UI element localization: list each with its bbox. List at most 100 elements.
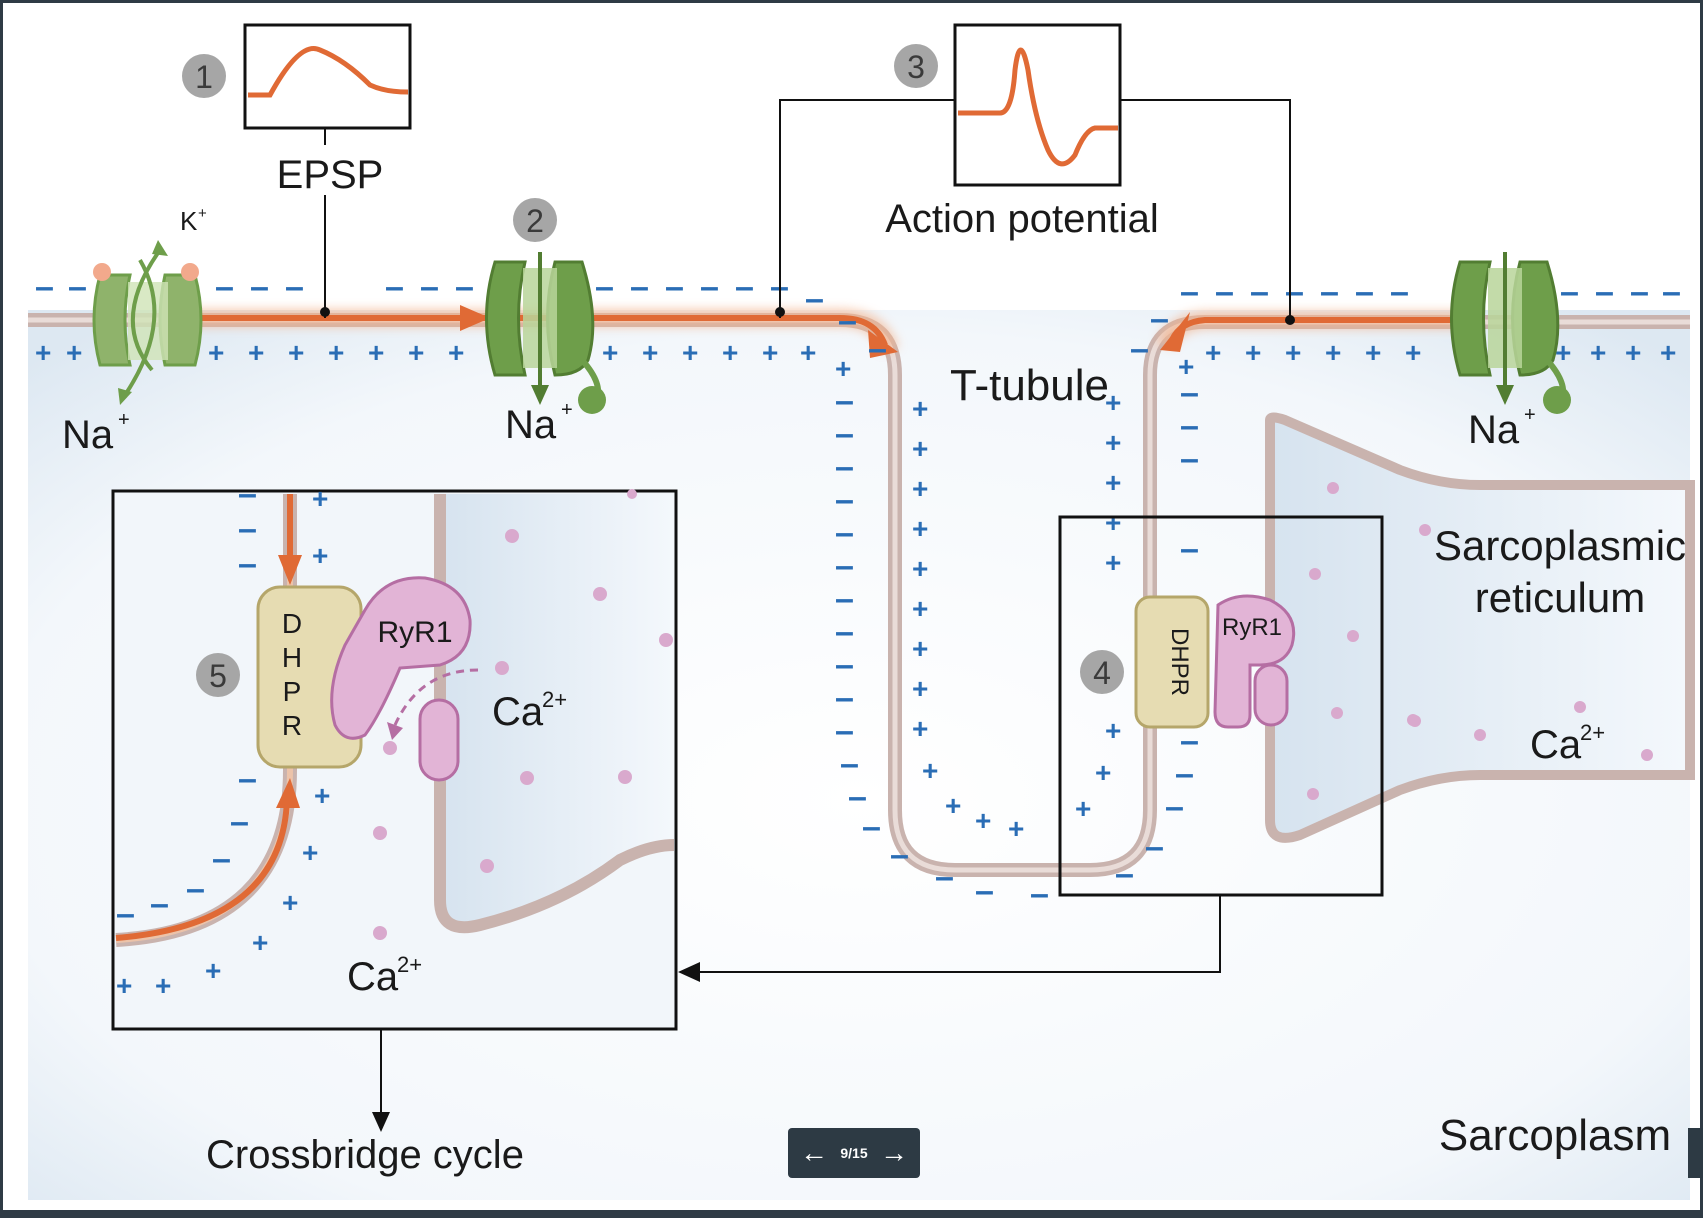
svg-text:+: + xyxy=(912,673,928,704)
svg-text:4: 4 xyxy=(1093,655,1111,691)
svg-text:2+: 2+ xyxy=(542,687,567,712)
svg-text:+: + xyxy=(314,780,330,811)
svg-text:+: + xyxy=(1205,337,1221,368)
svg-text:K: K xyxy=(180,206,198,236)
outer-negative-charges: –– ––– ––– ––– ––– ––– ––– ––– – –––– –– xyxy=(35,268,1681,368)
svg-text:–: – xyxy=(1180,722,1199,760)
svg-text:–: – xyxy=(385,268,404,306)
dhpr-small: DHPR xyxy=(1134,595,1210,729)
svg-text:–: – xyxy=(1630,273,1649,311)
svg-text:+: + xyxy=(1008,813,1024,844)
svg-text:–: – xyxy=(735,268,754,306)
svg-text:+: + xyxy=(800,337,816,368)
svg-text:–: – xyxy=(890,836,909,874)
signal-arrowhead xyxy=(460,305,490,331)
k-ion-label: K + xyxy=(180,205,207,236)
svg-text:+: + xyxy=(912,433,928,464)
svg-text:Ca: Ca xyxy=(492,690,544,734)
svg-text:–: – xyxy=(1180,374,1199,412)
signal-arrowhead xyxy=(1160,312,1190,352)
svg-text:+: + xyxy=(368,337,384,368)
inner-positive-charges: ++ +++ ++++ +++ +++ + +++ +++ ++++ + xyxy=(35,337,1676,384)
svg-text:+: + xyxy=(1325,337,1341,368)
svg-text:–: – xyxy=(1115,855,1134,893)
svg-text:–: – xyxy=(835,580,854,618)
svg-text:+: + xyxy=(1285,337,1301,368)
svg-text:–: – xyxy=(1165,788,1184,826)
svg-text:–: – xyxy=(1320,273,1339,311)
epsp-waveform xyxy=(248,46,409,98)
svg-text:+: + xyxy=(1405,337,1421,368)
svg-text:–: – xyxy=(700,268,719,306)
svg-text:–: – xyxy=(455,268,474,306)
arrow-left-icon[interactable]: ← xyxy=(800,1137,828,1168)
svg-text:Na: Na xyxy=(1468,408,1520,452)
svg-text:–: – xyxy=(805,280,824,318)
svg-text:–: – xyxy=(1145,828,1164,866)
svg-text:Ca: Ca xyxy=(347,955,399,999)
step-badge-3: 3 xyxy=(894,44,938,88)
svg-text:–: – xyxy=(1662,273,1681,311)
svg-text:+: + xyxy=(912,513,928,544)
ca-ion-label-sr: Ca 2+ xyxy=(1530,720,1605,767)
na-ion-label-3: Na + xyxy=(1468,404,1536,452)
svg-text:5: 5 xyxy=(209,658,227,694)
svg-text:–: – xyxy=(835,679,854,717)
zoomed-triad-panel: D H P R RyR1 Ca 2+ Ca 2+ ––– ++ ––– ––– … xyxy=(111,475,678,1031)
svg-text:+: + xyxy=(328,337,344,368)
svg-text:+: + xyxy=(448,337,464,368)
svg-text:+: + xyxy=(1095,757,1111,788)
svg-text:3: 3 xyxy=(907,49,925,85)
svg-text:+: + xyxy=(288,337,304,368)
svg-text:–: – xyxy=(420,268,439,306)
svg-text:+: + xyxy=(922,755,938,786)
ca-ion-label-zoom-2: Ca 2+ xyxy=(347,952,422,999)
arrow-right-icon[interactable]: → xyxy=(880,1137,908,1168)
svg-text:+: + xyxy=(282,887,298,918)
svg-text:–: – xyxy=(238,760,257,798)
svg-text:–: – xyxy=(116,895,135,933)
svg-text:+: + xyxy=(116,970,132,1001)
svg-text:+: + xyxy=(248,337,264,368)
svg-text:–: – xyxy=(595,268,614,306)
step-badge-1: 1 xyxy=(182,54,226,98)
signal-arrowhead xyxy=(868,330,898,358)
svg-text:–: – xyxy=(238,545,257,583)
slide-navigation: ← 9/15 → xyxy=(788,1128,920,1178)
na-ion-label-1: Na + xyxy=(62,409,130,457)
svg-text:–: – xyxy=(835,547,854,585)
svg-text:RyR1: RyR1 xyxy=(1222,614,1282,641)
svg-text:+: + xyxy=(1075,793,1091,824)
svg-text:–: – xyxy=(1390,273,1409,311)
svg-text:2+: 2+ xyxy=(1580,720,1605,745)
side-tab xyxy=(1688,1128,1703,1178)
svg-text:+: + xyxy=(1105,715,1121,746)
svg-text:+: + xyxy=(1625,337,1641,368)
svg-text:+: + xyxy=(762,337,778,368)
svg-text:–: – xyxy=(1595,273,1614,311)
svg-text:+: + xyxy=(912,593,928,624)
svg-text:+: + xyxy=(205,955,221,986)
svg-text:–: – xyxy=(215,268,234,306)
svg-text:–: – xyxy=(1180,530,1199,568)
svg-text:2: 2 xyxy=(526,203,544,239)
svg-text:–: – xyxy=(848,778,867,816)
svg-text:–: – xyxy=(838,302,857,340)
svg-text:H: H xyxy=(282,642,302,673)
svg-text:+: + xyxy=(945,790,961,821)
svg-text:+: + xyxy=(198,205,207,222)
svg-text:Ca: Ca xyxy=(1530,723,1582,767)
svg-text:+: + xyxy=(1105,547,1121,578)
sodium-channel-3 xyxy=(1450,252,1571,414)
svg-text:–: – xyxy=(835,448,854,486)
svg-text:–: – xyxy=(835,382,854,420)
svg-text:+: + xyxy=(722,337,738,368)
na-ion-label-2: Na + xyxy=(505,399,573,447)
svg-text:–: – xyxy=(238,475,257,513)
svg-text:–: – xyxy=(665,268,684,306)
svg-text:+: + xyxy=(312,483,328,514)
svg-text:–: – xyxy=(1130,330,1149,368)
svg-text:+: + xyxy=(912,713,928,744)
svg-text:–: – xyxy=(1175,755,1194,793)
svg-text:–: – xyxy=(1180,407,1199,445)
